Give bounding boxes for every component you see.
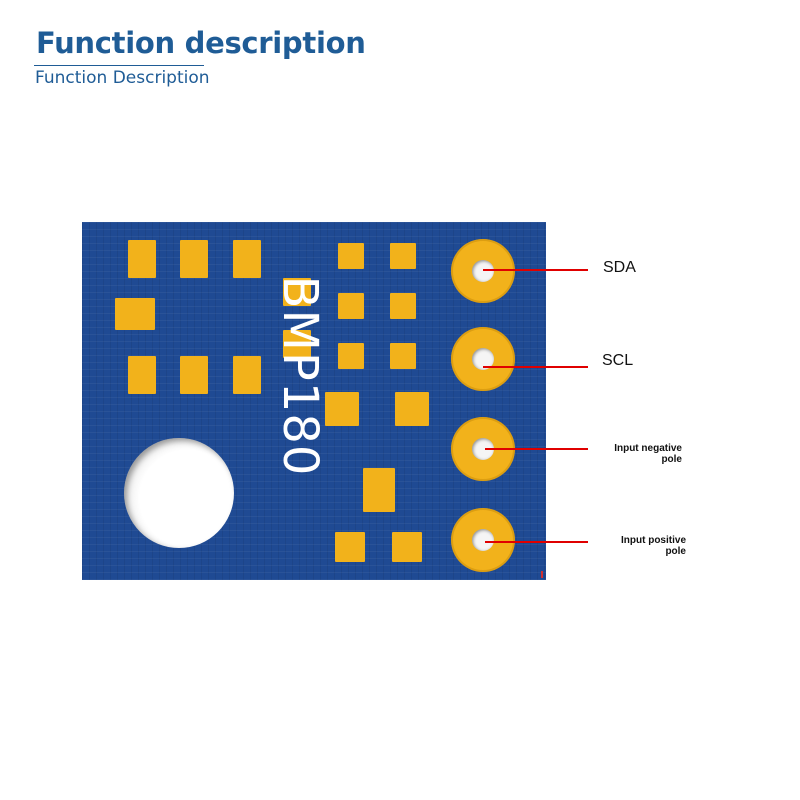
pad bbox=[233, 240, 261, 278]
pin-label-negative-line2: pole bbox=[661, 454, 682, 465]
pin-positive bbox=[451, 508, 515, 572]
pin-label-sda: SDA bbox=[603, 259, 636, 276]
chip-marking-text: BMP180 bbox=[272, 275, 328, 477]
pin-label-positive-line2: pole bbox=[665, 546, 686, 557]
pad bbox=[390, 343, 416, 369]
pin-label-negative: Input negative pole bbox=[614, 443, 682, 465]
leader-line-negative bbox=[485, 448, 588, 450]
title-underline bbox=[34, 65, 204, 66]
pad bbox=[283, 278, 311, 306]
pad bbox=[363, 468, 395, 512]
pad bbox=[335, 532, 365, 562]
leader-line-scl bbox=[483, 366, 588, 368]
pad bbox=[390, 293, 416, 319]
sensor-board: BMP180 bbox=[82, 222, 546, 580]
corner-mark bbox=[541, 571, 543, 578]
pad bbox=[395, 392, 429, 426]
leader-line-sda bbox=[483, 269, 588, 271]
page-title: Function description bbox=[36, 26, 366, 60]
pin-sda bbox=[451, 239, 515, 303]
pad bbox=[283, 330, 311, 358]
pad bbox=[390, 243, 416, 269]
pad bbox=[338, 243, 364, 269]
leader-line-positive bbox=[485, 541, 588, 543]
pad bbox=[233, 356, 261, 394]
pin-label-positive-line1: Input positive bbox=[621, 535, 686, 546]
page-subtitle: Function Description bbox=[35, 68, 210, 88]
pad bbox=[128, 356, 156, 394]
pad bbox=[180, 356, 208, 394]
pad bbox=[128, 240, 156, 278]
mounting-hole bbox=[124, 438, 234, 548]
pad bbox=[338, 343, 364, 369]
pad bbox=[325, 392, 359, 426]
pin-label-scl: SCL bbox=[602, 352, 634, 369]
pin-label-negative-line1: Input negative bbox=[614, 443, 682, 454]
pad bbox=[115, 298, 155, 330]
pin-label-positive: Input positive pole bbox=[621, 535, 686, 557]
pad bbox=[392, 532, 422, 562]
pad bbox=[180, 240, 208, 278]
pad bbox=[338, 293, 364, 319]
pin-scl bbox=[451, 327, 515, 391]
